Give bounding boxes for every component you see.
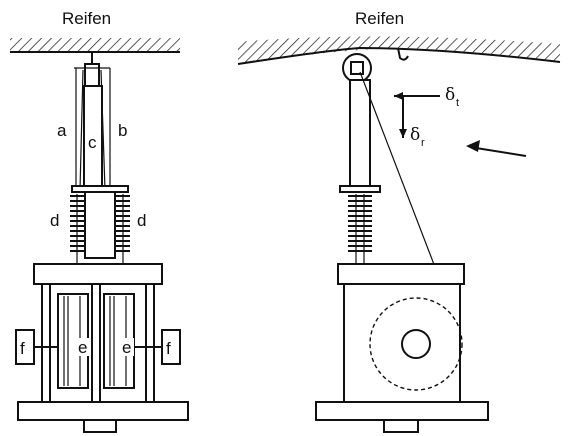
spring-d-right [116,194,130,264]
right-tire-surface [237,36,561,65]
right-spring [348,194,372,264]
hook [397,47,409,61]
right-column [349,79,371,189]
force-delta-t: δ t [394,85,459,109]
right-base-foot [383,419,419,433]
drum-hub [401,329,431,359]
cylinder-e-left [57,293,90,389]
sensor-f-left [15,329,58,365]
svg-text:r: r [421,137,425,149]
svg-text:t: t [456,97,459,109]
left-figure: Reifen a c b [10,9,189,433]
left-title: Reifen [62,9,111,28]
label-d-left: d [50,211,59,230]
force-delta-r: δ r [399,96,425,149]
left-upper-plate [33,263,163,285]
svg-text:δ: δ [410,125,420,145]
label-c: c [88,133,97,152]
direction-arrow [466,140,527,157]
right-base-plate [315,401,489,421]
left-tire-surface [10,38,180,53]
label-a: a [57,121,67,140]
right-upper-plate [337,263,465,285]
label-b: b [118,121,127,140]
right-figure: Reifen δ t δ r [237,9,561,433]
drum-outline-dashed [369,297,463,391]
left-top-mount [74,52,110,87]
label-e-right: e [122,338,131,357]
label-f-left: f [20,339,25,358]
spring-d-left [70,194,84,264]
left-base-foot [83,419,117,433]
cylinder-e-right [103,293,135,389]
label-d-right: d [137,211,146,230]
sensor-f-right [134,329,181,365]
right-spring-top-plate [339,185,381,193]
left-base-plate [17,401,189,421]
label-f-right: f [166,339,171,358]
spring-center-block [84,191,116,259]
svg-text:δ: δ [445,85,455,105]
label-e-left: e [78,338,87,357]
right-title: Reifen [355,9,404,28]
